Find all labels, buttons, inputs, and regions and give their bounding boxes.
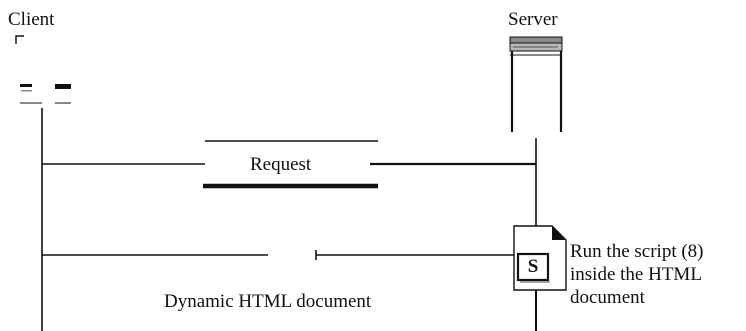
script-note-line: document [570, 287, 645, 308]
request-message-box [203, 140, 378, 189]
script-note-line: inside the HTML [570, 264, 702, 285]
response-arrow [42, 250, 514, 260]
server-label: Server [508, 9, 558, 30]
client-computer-icon [15, 35, 71, 104]
server-tower-icon [509, 36, 563, 132]
script-letter: S [527, 256, 539, 277]
client-label: Client [8, 9, 55, 30]
response-label: Dynamic HTML document [164, 291, 372, 312]
script-document-icon [513, 225, 567, 291]
script-note-line: Run the script (8) [570, 241, 704, 262]
request-label: Request [250, 154, 312, 175]
